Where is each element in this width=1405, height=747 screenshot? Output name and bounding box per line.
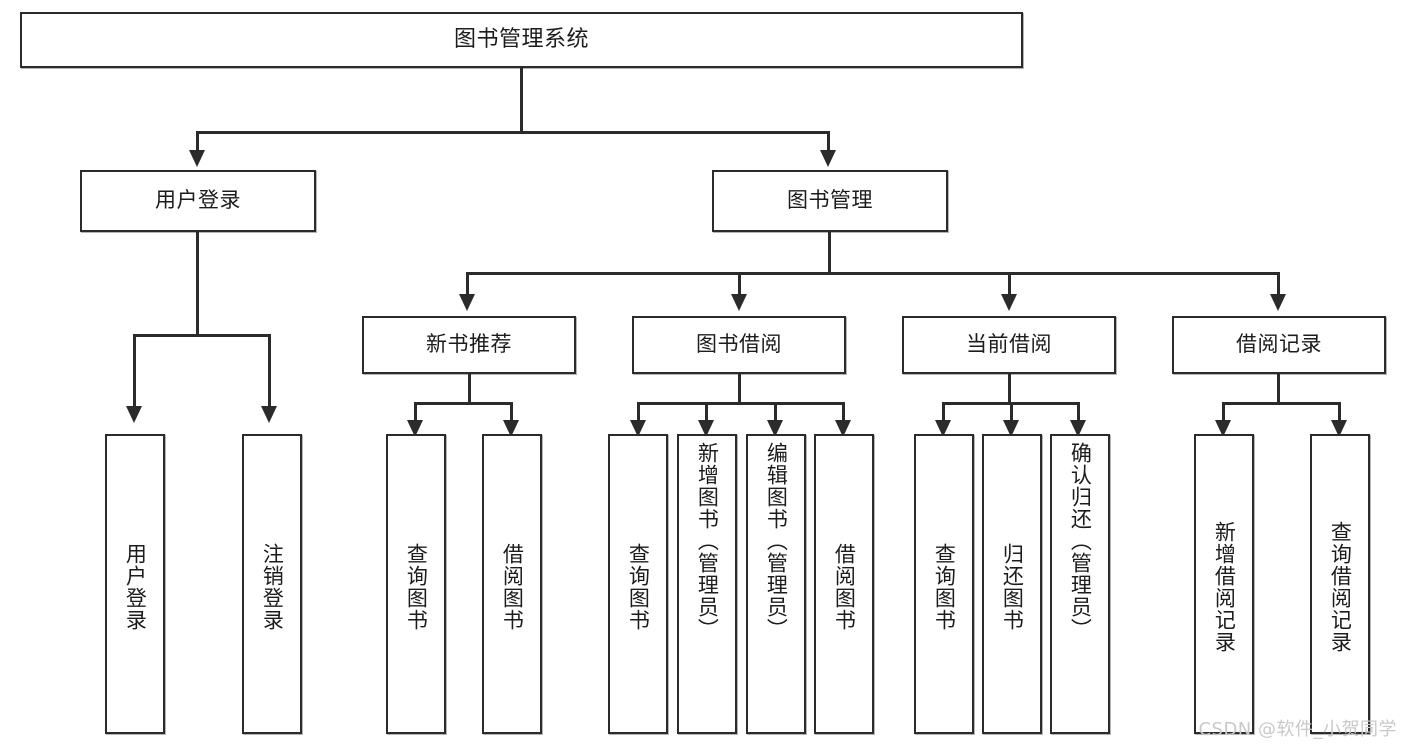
connector-to-new-book	[466, 272, 469, 296]
node-label: 查询借阅记录	[1328, 521, 1353, 653]
arrowhead-leaf-edit-book	[767, 420, 783, 437]
leaf-query-book-borrow[interactable]: 查询图书	[608, 434, 668, 734]
connector-borrow-record-bus	[1222, 402, 1341, 405]
node-label: 用户登录	[123, 543, 148, 631]
connector-user-login-stem	[196, 232, 199, 336]
arrowhead-leaf-user-login	[126, 406, 142, 423]
node-label: 查询图书	[404, 543, 429, 631]
node-label: 用户登录	[155, 188, 241, 213]
connector-borrow-record-leaf2	[1338, 402, 1341, 422]
arrowhead-leaf-query-book-1	[407, 420, 423, 437]
connector-root-bus	[197, 131, 829, 134]
connector-current-borrow-leaf1	[942, 402, 945, 422]
connector-new-book-stem	[468, 374, 471, 404]
connector-book-borrow-leaf3	[774, 402, 777, 422]
connector-current-borrow-stem	[1008, 374, 1011, 404]
node-label: 新增借阅记录	[1212, 521, 1237, 653]
connector-new-book-bus	[414, 402, 513, 405]
node-label: 图书管理系统	[453, 26, 589, 52]
connector-book-borrow-leaf4	[842, 402, 845, 422]
leaf-user-login[interactable]: 用户登录	[105, 434, 165, 734]
connector-current-borrow-leaf2	[1010, 402, 1013, 422]
arrowhead-leaf-return-book	[1003, 420, 1019, 437]
leaf-return-book[interactable]: 归还图书	[982, 434, 1042, 734]
connector-user-login-leaf1	[133, 334, 136, 408]
node-label: 查询图书	[626, 543, 651, 631]
node-borrow-record[interactable]: 借阅记录	[1172, 316, 1386, 374]
leaf-query-book-current[interactable]: 查询图书	[914, 434, 974, 734]
arrowhead-leaf-logout	[261, 406, 277, 423]
node-label: 新增图书（管理员）	[695, 442, 720, 640]
node-new-book-recommend[interactable]: 新书推荐	[362, 316, 576, 374]
arrowhead-leaf-query-book-2	[630, 420, 646, 437]
leaf-add-book-admin[interactable]: 新增图书（管理员）	[677, 434, 737, 734]
connector-book-borrow-leaf2	[705, 402, 708, 422]
arrowhead-leaf-confirm-return	[1070, 420, 1086, 437]
connector-book-manage-bus	[466, 272, 1279, 275]
node-label: 借阅图书	[500, 543, 525, 631]
node-label: 图书借阅	[696, 332, 782, 357]
leaf-borrow-book-recommend[interactable]: 借阅图书	[482, 434, 542, 734]
arrowhead-leaf-add-book	[698, 420, 714, 437]
connector-to-book-manage	[827, 131, 830, 153]
connector-current-borrow-leaf3	[1077, 402, 1080, 422]
node-label: 借阅记录	[1236, 332, 1322, 357]
node-current-borrow[interactable]: 当前借阅	[902, 316, 1116, 374]
leaf-borrow-book-borrow[interactable]: 借阅图书	[814, 434, 874, 734]
arrowhead-borrow-record	[1270, 294, 1286, 311]
node-label: 查询图书	[932, 543, 957, 631]
connector-book-manage-stem	[828, 232, 831, 274]
connector-to-current-borrow	[1008, 272, 1011, 296]
leaf-add-borrow-record[interactable]: 新增借阅记录	[1194, 434, 1254, 734]
connector-user-login-bus	[133, 334, 271, 337]
node-label: 新书推荐	[426, 332, 512, 357]
connector-borrow-record-stem	[1277, 374, 1280, 404]
node-label: 图书管理	[787, 188, 873, 213]
connector-borrow-record-leaf1	[1222, 402, 1225, 422]
arrowhead-book-borrow	[731, 294, 747, 311]
node-label: 归还图书	[1000, 543, 1025, 631]
arrowhead-leaf-query-record	[1331, 420, 1347, 437]
csdn-watermark: CSDN @软件_小贺同学	[1198, 719, 1397, 740]
arrowhead-current-borrow	[1001, 294, 1017, 311]
connector-root-stem	[520, 68, 523, 133]
leaf-confirm-return-admin[interactable]: 确认归还（管理员）	[1050, 434, 1110, 734]
connector-to-book-borrow	[738, 272, 741, 296]
connector-to-user-login	[196, 131, 199, 153]
leaf-query-book-recommend[interactable]: 查询图书	[386, 434, 446, 734]
arrowhead-leaf-borrow-book-2	[835, 420, 851, 437]
connector-book-borrow-bus	[637, 402, 845, 405]
leaf-edit-book-admin[interactable]: 编辑图书（管理员）	[746, 434, 806, 734]
arrowhead-book-manage	[820, 150, 836, 167]
connector-book-borrow-stem	[738, 374, 741, 404]
connector-book-borrow-leaf1	[637, 402, 640, 422]
node-book-management[interactable]: 图书管理	[712, 170, 948, 232]
node-label: 确认归还（管理员）	[1068, 442, 1093, 640]
leaf-logout[interactable]: 注销登录	[242, 434, 302, 734]
connector-to-borrow-record	[1277, 272, 1280, 296]
node-book-borrow[interactable]: 图书借阅	[632, 316, 846, 374]
connector-new-book-leaf1	[414, 402, 417, 422]
arrowhead-new-book	[459, 294, 475, 311]
node-label: 注销登录	[260, 543, 285, 631]
arrowhead-leaf-borrow-book-1	[503, 420, 519, 437]
connector-user-login-leaf2	[268, 334, 271, 408]
node-label: 当前借阅	[966, 332, 1052, 357]
connector-new-book-leaf2	[510, 402, 513, 422]
arrowhead-leaf-add-record	[1215, 420, 1231, 437]
node-user-login[interactable]: 用户登录	[80, 170, 316, 232]
node-label: 借阅图书	[832, 543, 857, 631]
node-label: 编辑图书（管理员）	[764, 442, 789, 640]
arrowhead-user-login	[189, 150, 205, 167]
node-root-system[interactable]: 图书管理系统	[20, 12, 1023, 68]
arrowhead-leaf-query-book-3	[935, 420, 951, 437]
leaf-query-borrow-record[interactable]: 查询借阅记录	[1310, 434, 1370, 734]
